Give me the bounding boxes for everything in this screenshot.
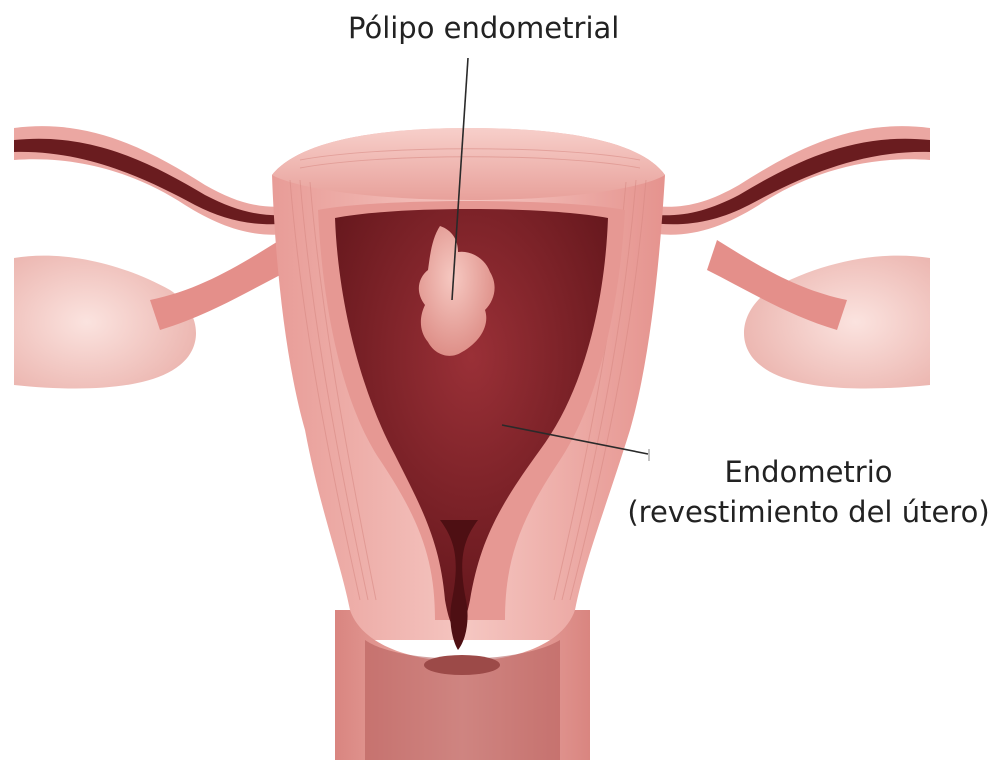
right-fallopian-tube bbox=[644, 126, 930, 235]
left-ovarian-ligament bbox=[150, 240, 290, 330]
endometrium-label-line1: Endometrio bbox=[620, 452, 997, 492]
left-fallopian-tube bbox=[14, 126, 300, 235]
endometrium-label-line2: (revestimiento del útero) bbox=[620, 492, 997, 532]
polyp-label-text: Pólipo endometrial bbox=[348, 10, 619, 46]
endometrium-label: Endometrio (revestimiento del útero) bbox=[620, 452, 997, 532]
